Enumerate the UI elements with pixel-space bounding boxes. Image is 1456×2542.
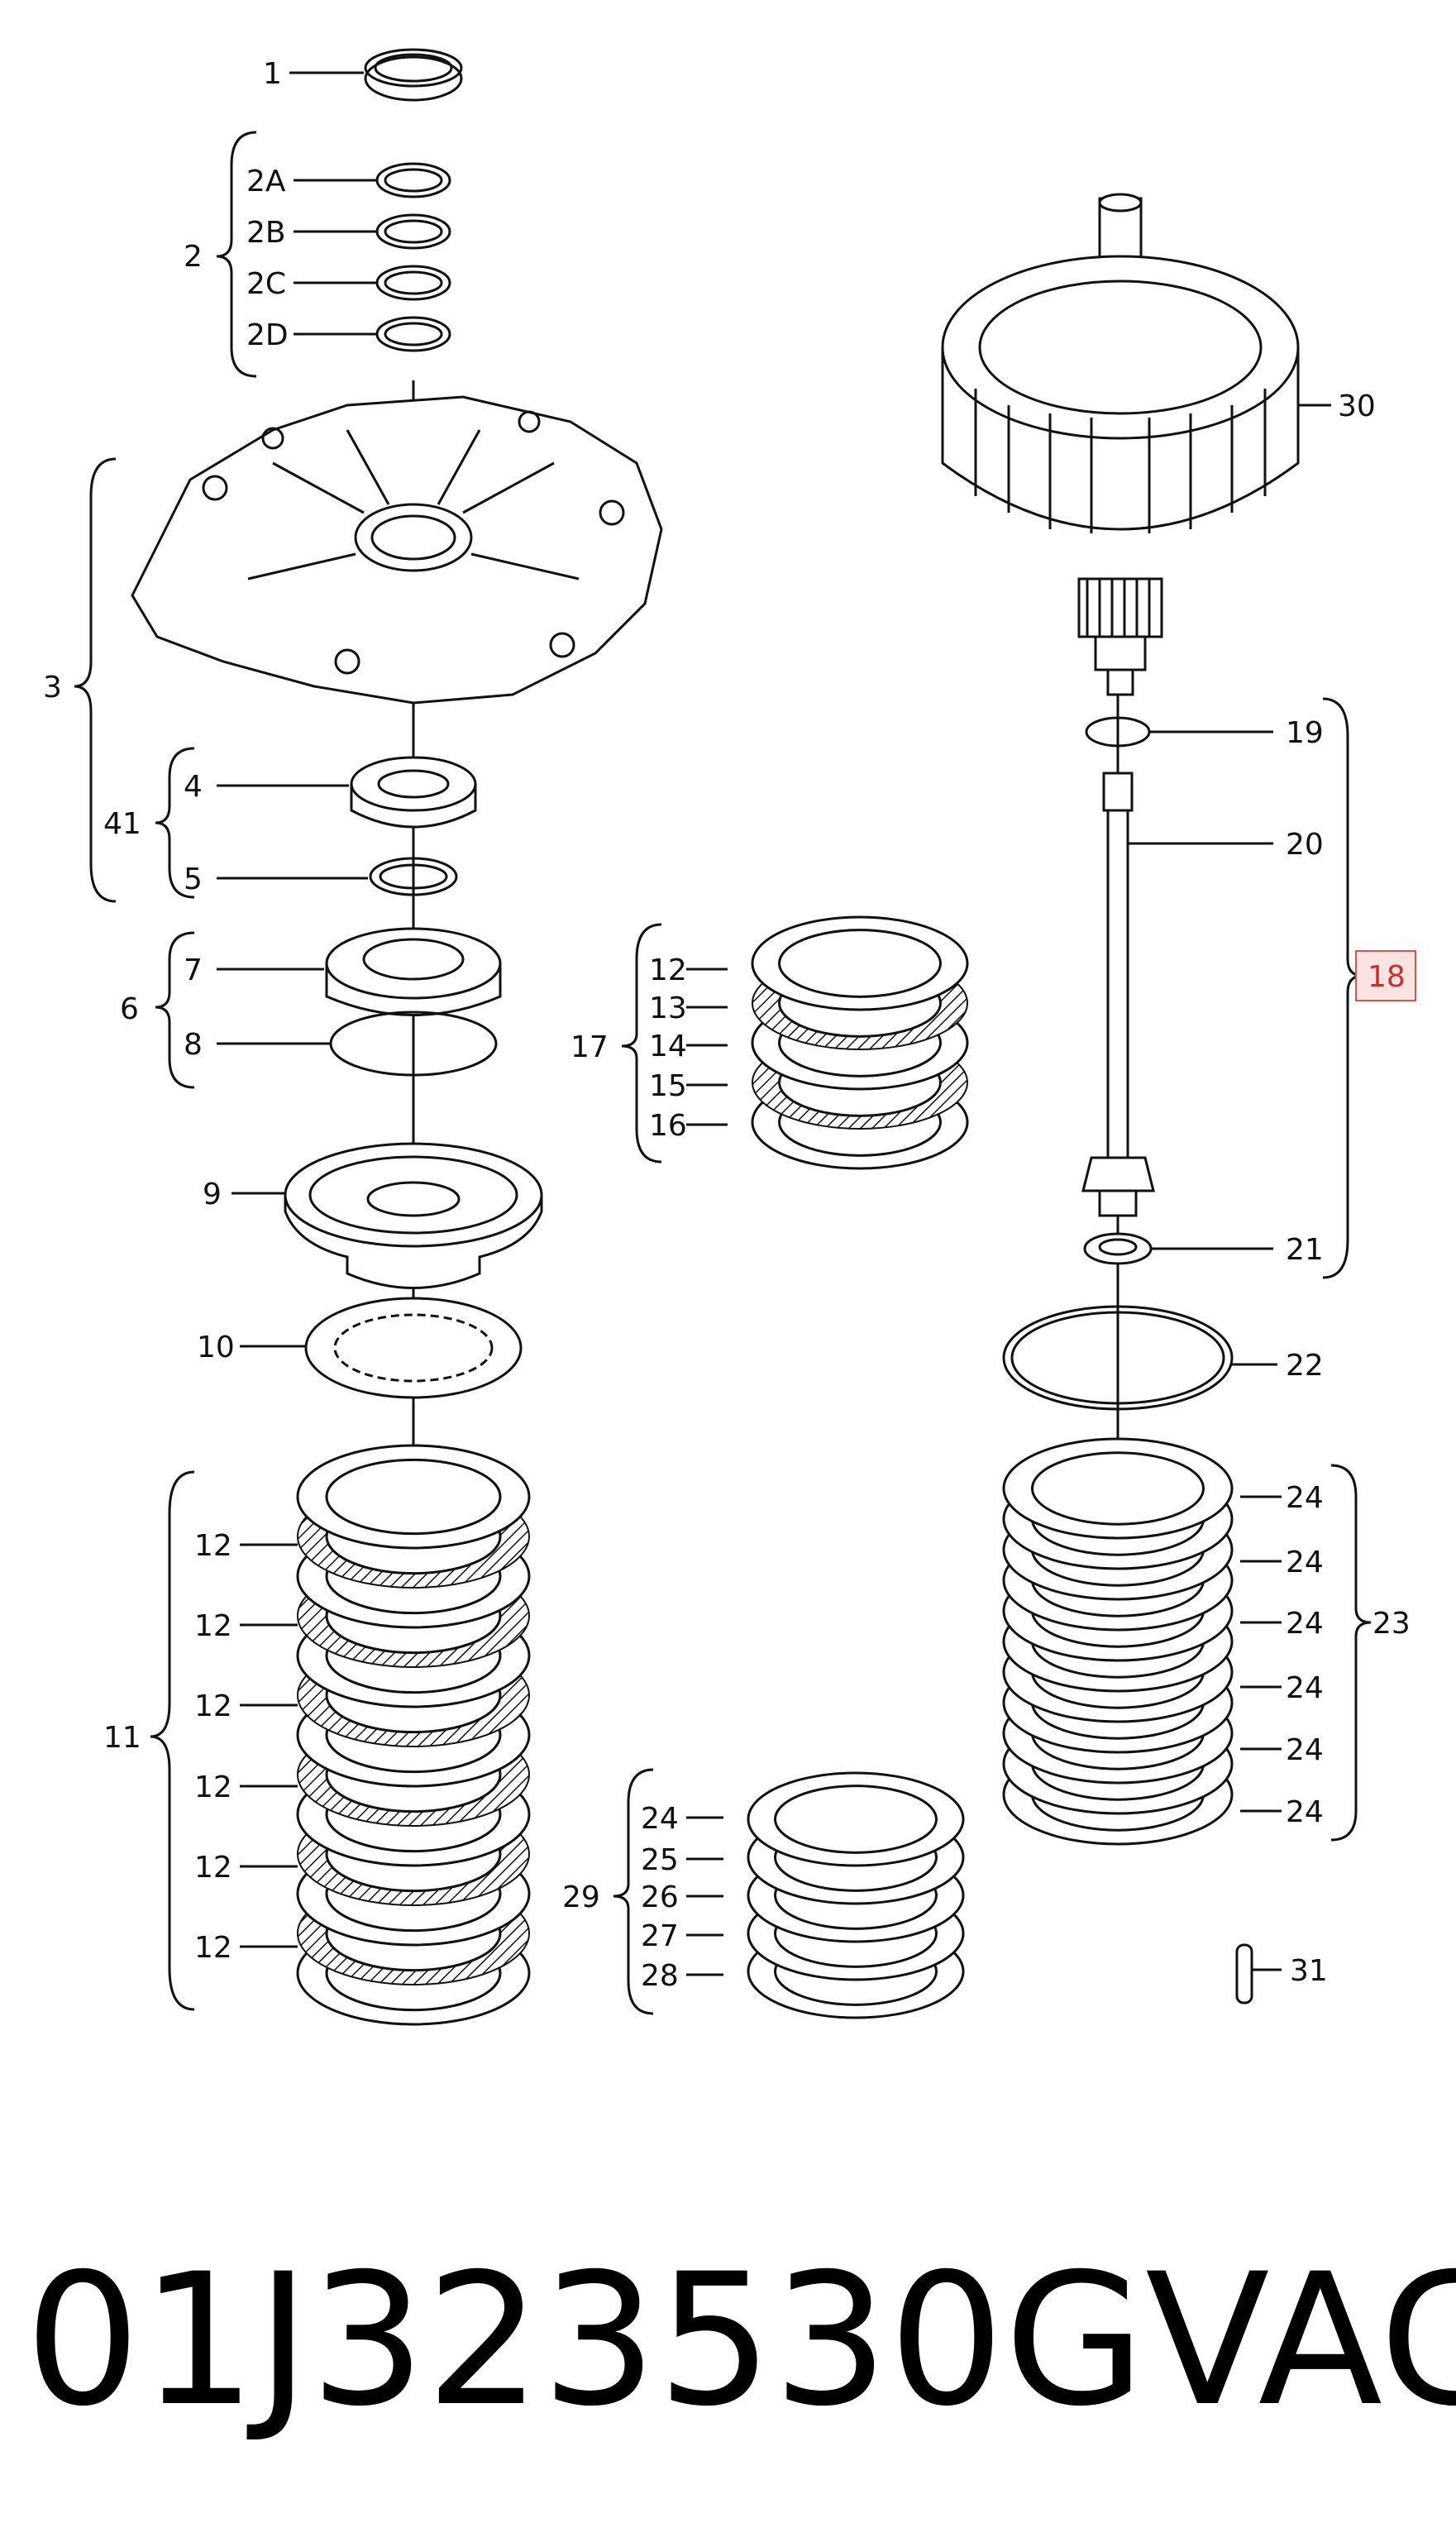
part-1-ring <box>364 48 463 102</box>
part-29-clutch-pack <box>747 1771 965 2019</box>
callout-12-e: 12 <box>194 1851 232 1885</box>
part-5-circlip <box>369 857 458 896</box>
callout-12-c: 12 <box>194 1689 232 1723</box>
callout-24-r4: 24 <box>1286 1671 1324 1705</box>
callout-21: 21 <box>1286 1233 1324 1267</box>
highlight-box-18[interactable] <box>1355 950 1416 1001</box>
bracket-11 <box>150 1470 195 2011</box>
callout-24-r6: 24 <box>1286 1795 1324 1829</box>
callout-9: 9 <box>203 1178 222 1211</box>
callout-1: 1 <box>263 57 282 91</box>
bracket-29 <box>613 1768 654 2015</box>
callout-31: 31 <box>1290 1954 1328 1988</box>
part-3-housing <box>131 395 663 705</box>
bracket-41 <box>155 747 195 899</box>
callout-14: 14 <box>649 1030 687 1063</box>
stack17-plate-inner <box>778 929 942 998</box>
callout-2a: 2A <box>246 165 286 198</box>
callout-41: 41 <box>103 807 141 841</box>
callout-17: 17 <box>570 1030 609 1064</box>
callout-3: 3 <box>43 671 62 705</box>
part-2-shims <box>375 162 451 352</box>
bracket-6 <box>155 931 195 1089</box>
bracket-23 <box>1330 1464 1372 1842</box>
callout-15: 15 <box>649 1069 687 1103</box>
stack11-plate-inner <box>325 1458 502 1536</box>
callout-13: 13 <box>649 991 687 1025</box>
callout-7: 7 <box>184 953 203 987</box>
callout-12-d: 12 <box>194 1770 232 1804</box>
exploded-parts-diagram: 1 2A 2B 2C 2D 2 3 4 <box>43 48 1416 2026</box>
callout-20: 20 <box>1286 828 1324 862</box>
part-21-washer <box>1083 1232 1153 1265</box>
callout-6: 6 <box>120 992 139 1026</box>
callout-2: 2 <box>184 240 203 274</box>
callout-18[interactable]: 18 <box>1368 960 1406 994</box>
part-4-bearing <box>350 756 477 829</box>
callout-2b: 2B <box>246 216 286 250</box>
part-11-clutch-pack <box>296 1444 531 2026</box>
callout-2d: 2D <box>246 318 289 352</box>
callout-26: 26 <box>641 1880 679 1914</box>
callout-24-r3: 24 <box>1286 1607 1324 1641</box>
part-22-ring <box>1002 1305 1234 1411</box>
callout-29: 29 <box>562 1880 600 1914</box>
part-9-cup <box>284 1142 543 1289</box>
part-20-shaft <box>1081 772 1155 1217</box>
callout-27: 27 <box>641 1919 679 1953</box>
callout-23: 23 <box>1372 1607 1411 1641</box>
callout-5: 5 <box>184 862 203 896</box>
part-23-plate-stack <box>1002 1437 1234 1846</box>
bracket-2 <box>216 131 257 378</box>
callout-11: 11 <box>103 1721 141 1755</box>
callout-8: 8 <box>184 1028 203 1062</box>
callout-19: 19 <box>1286 716 1324 750</box>
callout-10: 10 <box>197 1331 235 1364</box>
callout-24-r1: 24 <box>1286 1481 1324 1515</box>
bracket-17 <box>621 923 662 1163</box>
footer: 01J323530G VAG <box>25 2233 1456 2448</box>
part-7-piston <box>325 927 502 1016</box>
bracket-3 <box>74 457 117 903</box>
callout-28: 28 <box>641 1959 679 1993</box>
stack23-plate-inner <box>1031 1451 1205 1526</box>
part-10-disc <box>304 1297 523 1399</box>
callout-2c: 2C <box>246 267 286 301</box>
callout-12-a: 12 <box>194 1529 232 1563</box>
callout-22: 22 <box>1286 1349 1324 1383</box>
stack29-plate-inner <box>774 1785 938 1854</box>
callout-30: 30 <box>1338 389 1376 423</box>
part-31-pin <box>1235 1943 1253 2004</box>
brand-label: VAG <box>1145 2234 1456 2446</box>
callout-12-b: 12 <box>194 1609 232 1643</box>
callout-16: 16 <box>649 1109 687 1143</box>
callout-25: 25 <box>641 1843 679 1877</box>
callout-4: 4 <box>184 770 203 804</box>
callout-24-mid: 24 <box>641 1802 679 1836</box>
part-number-label: 01J323530G <box>25 2234 1146 2446</box>
callout-24-r5: 24 <box>1286 1733 1324 1767</box>
callout-24-r2: 24 <box>1286 1546 1324 1579</box>
part-30-drum <box>941 193 1300 696</box>
callout-12-mid: 12 <box>649 953 687 987</box>
part-17-clutch-pack <box>751 915 969 1170</box>
callout-12-f: 12 <box>194 1931 232 1965</box>
